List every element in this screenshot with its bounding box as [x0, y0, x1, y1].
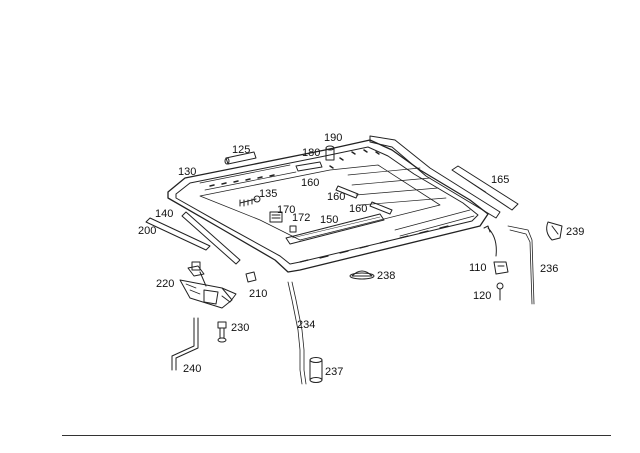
bolt-230 [217, 321, 227, 343]
motor-assembly-220 [179, 261, 237, 309]
nut-110 [493, 261, 509, 275]
fastener-170 [269, 211, 283, 223]
part-label-125: 125 [232, 144, 251, 156]
part-label-237: 237 [325, 366, 344, 378]
part-label-160b: 160 [327, 191, 346, 203]
part-label-180: 180 [302, 147, 321, 159]
arrow-head [483, 225, 491, 233]
screw-135 [239, 195, 261, 207]
clip-172 [289, 225, 297, 233]
tube-236 [507, 225, 535, 305]
part-label-120: 120 [473, 290, 492, 302]
part-label-140: 140 [155, 208, 174, 220]
sunroof-frame [167, 139, 489, 273]
strip-150 [285, 213, 385, 245]
part-label-230: 230 [231, 322, 250, 334]
strip-160b [335, 185, 359, 199]
part-label-160c: 160 [349, 203, 368, 215]
bottom-divider [62, 435, 611, 436]
rod-125 [224, 151, 257, 165]
part-label-210: 210 [249, 288, 268, 300]
part-label-190: 190 [324, 132, 343, 144]
seal-strip-165 [451, 165, 519, 211]
part-label-150: 150 [320, 214, 339, 226]
part-210 [245, 271, 257, 283]
arrow-pointer [487, 227, 497, 257]
part-label-172: 172 [292, 212, 311, 224]
screw-120 [496, 282, 504, 301]
clip-239 [546, 221, 563, 241]
part-label-160a: 160 [301, 177, 320, 189]
rail-140 [181, 211, 241, 265]
part-label-220: 220 [156, 278, 175, 290]
strip-160a [295, 161, 323, 172]
strip-160c [369, 201, 393, 215]
dome-238 [349, 270, 375, 280]
part-label-170: 170 [277, 204, 296, 216]
part-label-236: 236 [540, 263, 559, 275]
part-label-238: 238 [377, 270, 396, 282]
rear-rail [369, 135, 501, 219]
rail-200 [145, 217, 211, 251]
part-label-130: 130 [178, 166, 197, 178]
part-label-234: 234 [297, 319, 316, 331]
strip-150-line [291, 216, 381, 239]
cable-234 [287, 281, 307, 385]
part-label-110: 110 [469, 262, 487, 274]
cap-190 [325, 145, 335, 161]
part-label-165: 165 [491, 174, 510, 186]
tube-240 [171, 317, 199, 371]
part-label-239: 239 [566, 226, 585, 238]
part-label-135: 135 [259, 188, 278, 200]
part-label-240: 240 [183, 363, 202, 375]
part-label-200: 200 [138, 225, 157, 237]
cylinder-237 [309, 357, 323, 383]
